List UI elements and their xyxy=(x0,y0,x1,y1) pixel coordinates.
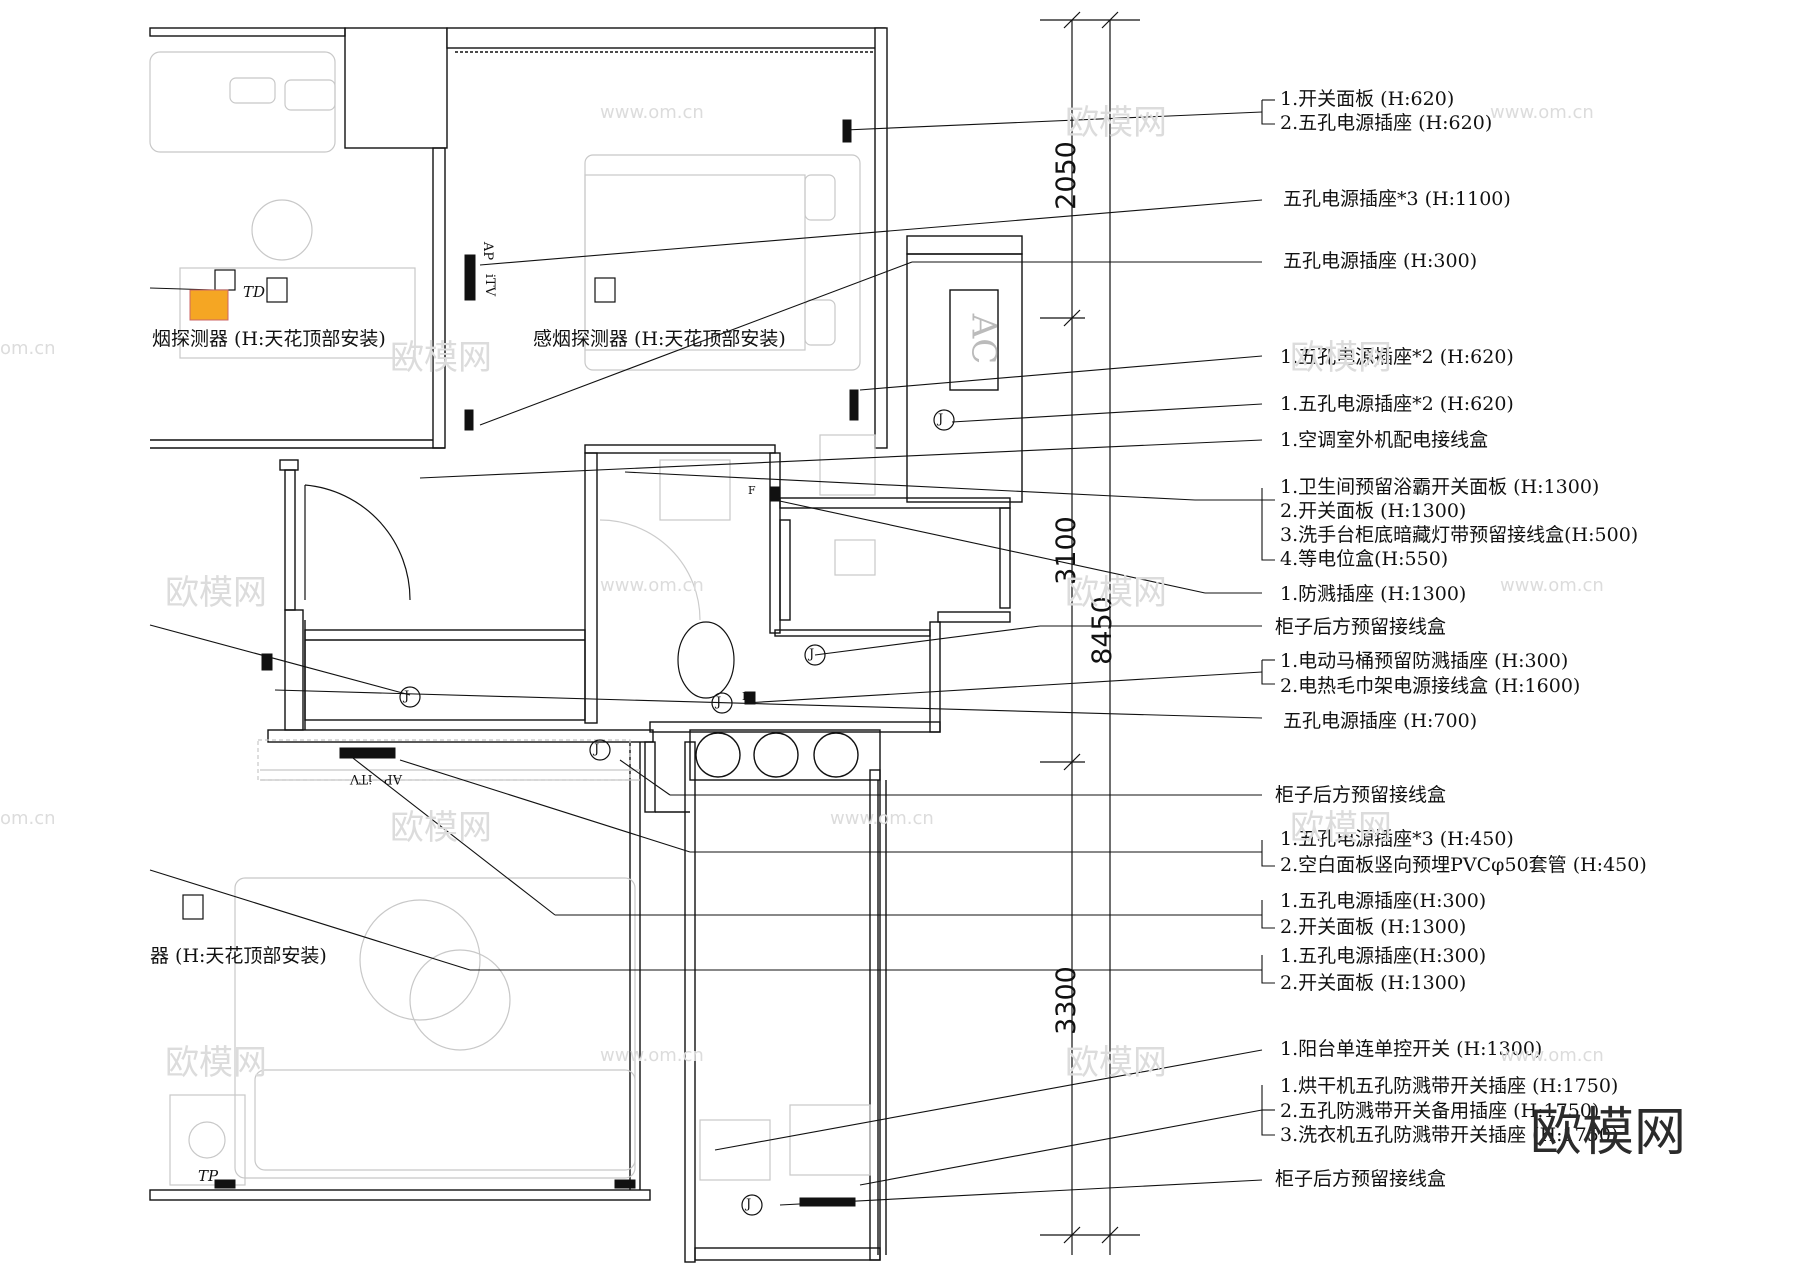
note-ac-junction: 1.空调室外机配电接线盒 xyxy=(1280,429,1489,451)
device-symbols xyxy=(214,119,859,1207)
tag-f-2: F xyxy=(742,690,750,703)
watermark-url-7: www.om.cn xyxy=(830,808,934,829)
note-switch-panel-1300-c: 2.开关面板 (H:1300) xyxy=(1280,972,1467,994)
tag-itv-bottom: iTV xyxy=(350,771,373,786)
watermark-url-8: www.om.cn xyxy=(600,1045,704,1066)
watermark-url-3: om.cn xyxy=(0,338,56,359)
note-socket-620: 2.五孔电源插座 (H:620) xyxy=(1280,112,1493,134)
watermark-brand-4: 欧模网 xyxy=(165,573,267,613)
note-equipotential-box: 4.等电位盒(H:550) xyxy=(1280,548,1449,570)
watermark-url-4: www.om.cn xyxy=(600,575,704,596)
tag-tp: TP xyxy=(198,1167,219,1185)
doors xyxy=(304,484,735,699)
label-smoke-detector-center: 感烟探测器 (H:天花顶部安装) xyxy=(533,328,786,350)
watermark-url-6: om.cn xyxy=(0,808,56,829)
junction-boxes xyxy=(399,409,955,1216)
dimension-2050: 2050 xyxy=(1050,141,1082,210)
note-switch-panel-620: 1.开关面板 (H:620) xyxy=(1280,88,1455,110)
note-splashproof-socket: 1.防溅插座 (H:1300) xyxy=(1280,583,1467,605)
watermark-brand-7: 欧模网 xyxy=(1290,808,1392,848)
watermark-url-9: www.om.cn xyxy=(1500,1045,1604,1066)
tag-j-6: J xyxy=(746,1197,752,1212)
note-socket-700: 五孔电源插座 (H:700) xyxy=(1283,710,1478,732)
tag-itv-top: iTV xyxy=(482,273,498,297)
note-socket-2-620-a: 1.五孔电源插座*2 (H:620) xyxy=(1280,346,1514,368)
watermark-brand-logo: 欧模网 xyxy=(1530,1103,1687,1163)
note-toilet-socket: 1.电动马桶预留防溅插座 (H:300) xyxy=(1280,650,1569,672)
note-vanity-light-box: 3.洗手台柜底暗藏灯带预留接线盒(H:500) xyxy=(1280,524,1639,546)
walls xyxy=(149,27,1023,1263)
note-balcony-switch: 1.阳台单连单控开关 (H:1300) xyxy=(1280,1038,1543,1060)
note-cabinet-junction-b: 柜子后方预留接线盒 xyxy=(1275,784,1447,806)
watermark-brand-5: 欧模网 xyxy=(1065,573,1167,613)
tag-j-3: J xyxy=(594,742,600,757)
tag-j-5: J xyxy=(716,695,722,710)
tag-j-4: J xyxy=(809,647,815,662)
note-cabinet-junction-c: 柜子后方预留接线盒 xyxy=(1275,1168,1447,1190)
tag-ap-top: AP xyxy=(480,241,496,261)
note-socket-300-a: 1.五孔电源插座(H:300) xyxy=(1280,890,1487,912)
tag-j-2: J xyxy=(404,689,410,704)
note-socket-300: 五孔电源插座 (H:300) xyxy=(1283,250,1478,272)
note-switch-panel-1300-a: 2.开关面板 (H:1300) xyxy=(1280,500,1467,522)
watermark-url-5: www.om.cn xyxy=(1500,575,1604,596)
note-bathroom-heater-switch: 1.卫生间预留浴霸开关面板 (H:1300) xyxy=(1280,476,1600,498)
selected-marker xyxy=(189,289,229,321)
watermark-brand-6: 欧模网 xyxy=(390,808,492,848)
watermark-brand-9: 欧模网 xyxy=(1065,1043,1167,1083)
note-dryer-socket: 1.烘干机五孔防溅带开关插座 (H:1750) xyxy=(1280,1075,1619,1097)
note-socket-300-b: 1.五孔电源插座(H:300) xyxy=(1280,945,1487,967)
furniture xyxy=(149,51,876,1186)
note-towel-rack-box: 2.电热毛巾架电源接线盒 (H:1600) xyxy=(1280,675,1581,697)
tag-ac: AC xyxy=(963,313,1004,365)
note-washer-socket: 3.洗衣机五孔防溅带开关插座 (H:1750) xyxy=(1280,1124,1619,1146)
note-switch-panel-1300-b: 2.开关面板 (H:1300) xyxy=(1280,916,1467,938)
note-socket-3-1100: 五孔电源插座*3 (H:1100) xyxy=(1283,188,1511,210)
watermark-brand-8: 欧模网 xyxy=(165,1043,267,1083)
tag-f-1: F xyxy=(748,484,756,497)
dimension-3300: 3300 xyxy=(1050,966,1082,1035)
dimension-lines xyxy=(1040,11,1140,1255)
watermark-url-1: www.om.cn xyxy=(600,102,704,123)
watermark-brand-1: 欧模网 xyxy=(1065,103,1167,143)
watermark-brand-3: 欧模网 xyxy=(1290,338,1392,378)
tag-ap-bottom: AP xyxy=(384,771,403,786)
note-socket-3-450: 1.五孔电源插座*3 (H:450) xyxy=(1280,828,1514,850)
label-smoke-detector-left: 烟探测器 (H:天花顶部安装) xyxy=(152,328,386,350)
watermark-url-2: www.om.cn xyxy=(1490,102,1594,123)
tag-td: TD xyxy=(243,283,266,301)
note-spare-socket: 2.五孔防溅带开关备用插座 (H:1750) xyxy=(1280,1100,1600,1122)
tag-j-1: J xyxy=(938,412,944,427)
watermark-brand-2: 欧模网 xyxy=(390,338,492,378)
leader-lines xyxy=(149,99,1275,1206)
label-smoke-detector-bottom: 器 (H:天花顶部安装) xyxy=(150,945,327,967)
note-socket-2-620-b: 1.五孔电源插座*2 (H:620) xyxy=(1280,393,1514,415)
note-cabinet-junction-a: 柜子后方预留接线盒 xyxy=(1275,616,1447,638)
note-pvc-sleeve: 2.空白面板竖向预埋PVCφ50套管 (H:450) xyxy=(1280,854,1647,876)
